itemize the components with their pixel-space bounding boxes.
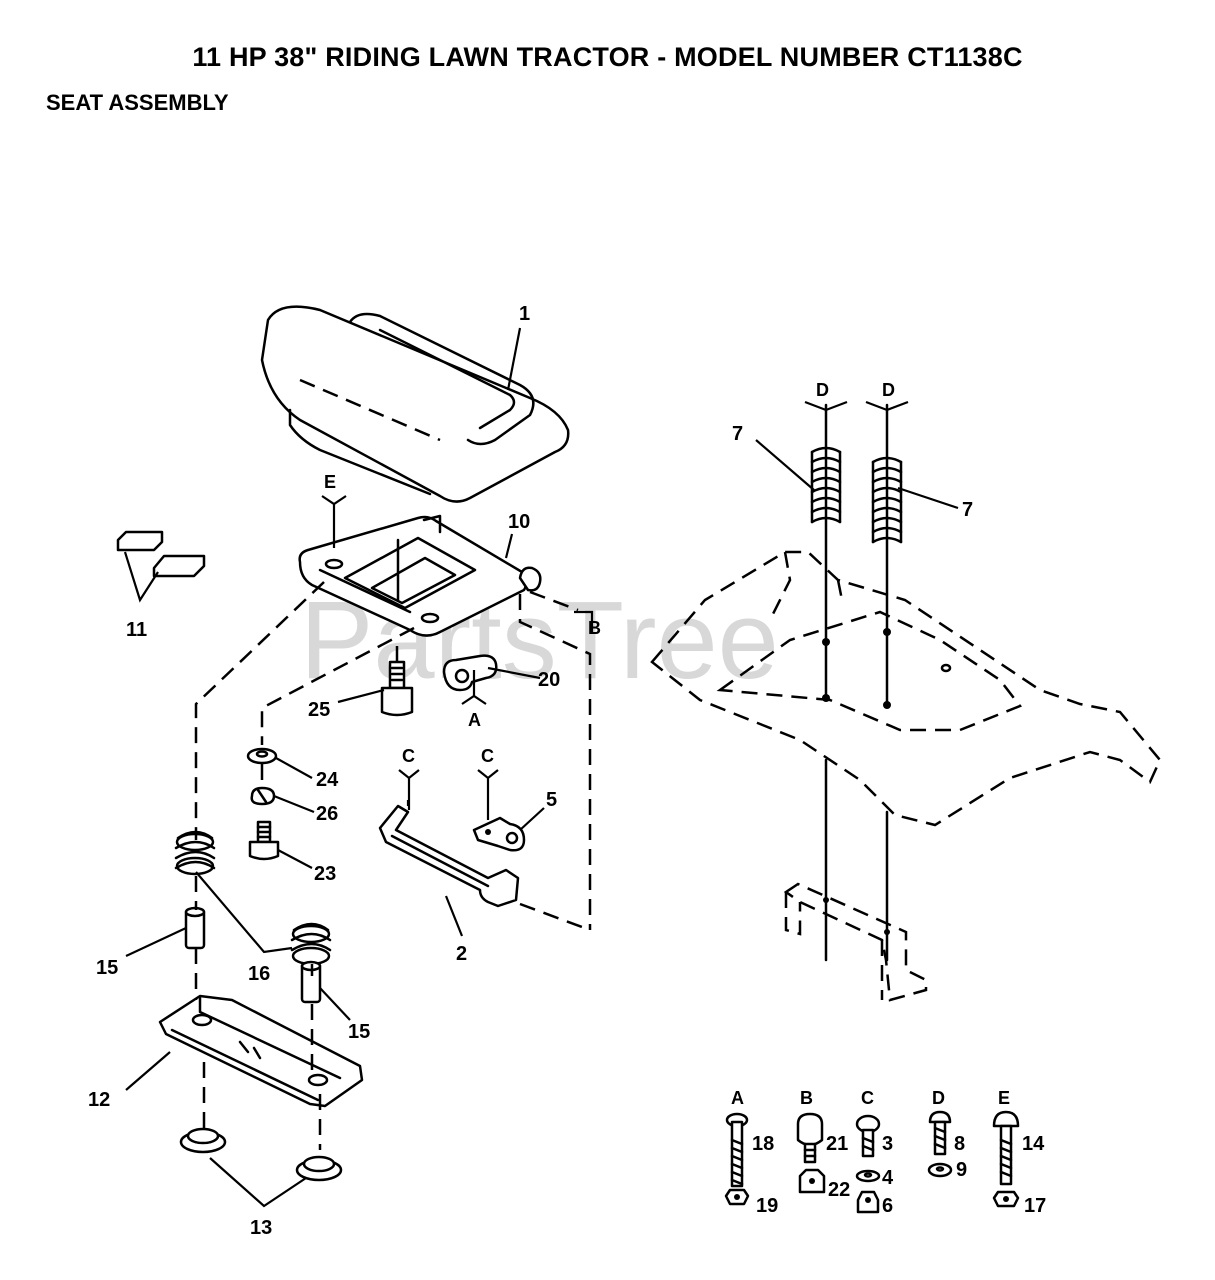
part-label-1: 1 <box>519 303 530 325</box>
part-label-7-right: 7 <box>962 499 973 521</box>
hardware-label-22: 22 <box>828 1179 850 1201</box>
hardware-c-letter: C <box>861 1088 874 1108</box>
hardware-label-18: 18 <box>752 1133 774 1155</box>
hardware-label-17: 17 <box>1024 1195 1046 1217</box>
hardware-label-21: 21 <box>826 1133 848 1155</box>
assembly-guide-lines <box>194 581 592 1150</box>
part-label-13: 13 <box>250 1217 272 1239</box>
hardware-e-letter: E <box>998 1088 1010 1108</box>
pins <box>184 906 322 1004</box>
part-label-15-left: 15 <box>96 957 118 979</box>
diagram-title: 11 HP 38" RIDING LAWN TRACTOR - MODEL NU… <box>192 42 1023 72</box>
hardware-b-letter: B <box>800 1088 813 1108</box>
ref-letter-a: A <box>468 710 481 730</box>
part-label-10: 10 <box>508 511 530 533</box>
hardware-key: A 18 19 B 21 22 C 3 4 6 D 8 <box>724 1088 1046 1217</box>
hardware-a-letter: A <box>731 1088 744 1108</box>
seat-frame-bracket <box>378 804 526 908</box>
hardware-label-14: 14 <box>1022 1133 1045 1155</box>
part-label-15-right: 15 <box>348 1021 370 1043</box>
reference-arrows <box>321 400 909 820</box>
seat-clips <box>116 530 206 603</box>
diagram-subtitle: SEAT ASSEMBLY <box>46 90 229 115</box>
part-label-24: 24 <box>316 769 339 791</box>
lower-frame-outline <box>783 758 928 1002</box>
base-plate <box>158 994 364 1108</box>
seat-pan <box>298 514 542 637</box>
ref-letter-d-left: D <box>816 380 829 400</box>
part-label-2: 2 <box>456 943 467 965</box>
tractor-fender-outline <box>650 550 1162 827</box>
ref-letter-d-right: D <box>882 380 895 400</box>
part-label-12: 12 <box>88 1089 110 1111</box>
hardware-label-9: 9 <box>956 1159 967 1181</box>
part-label-20: 20 <box>538 669 560 691</box>
ref-letter-c-left: C <box>402 746 415 766</box>
hardware-label-6: 6 <box>882 1195 893 1217</box>
part-label-25: 25 <box>308 699 330 721</box>
hardware-label-8: 8 <box>954 1133 965 1155</box>
seat-springs-7 <box>810 403 903 709</box>
seat-cushion <box>260 305 570 503</box>
part-label-23: 23 <box>314 863 336 885</box>
part-label-5: 5 <box>546 789 557 811</box>
ref-letter-c-right: C <box>481 746 494 766</box>
washers-and-bolt-23 <box>246 747 280 861</box>
bushings <box>179 1127 343 1182</box>
leader-lines <box>125 327 959 1208</box>
ref-letter-b: B <box>588 618 601 638</box>
part-label-26: 26 <box>316 803 338 825</box>
hardware-label-3: 3 <box>882 1133 893 1155</box>
part-label-16: 16 <box>248 963 270 985</box>
ref-letter-e: E <box>324 472 336 492</box>
hardware-d-letter: D <box>932 1088 945 1108</box>
hardware-label-19: 19 <box>756 1195 778 1217</box>
hardware-label-4: 4 <box>882 1167 894 1189</box>
part-label-11: 11 <box>126 619 147 641</box>
seat-bracket-and-bolt <box>380 654 498 717</box>
part-label-7-left: 7 <box>732 423 743 445</box>
